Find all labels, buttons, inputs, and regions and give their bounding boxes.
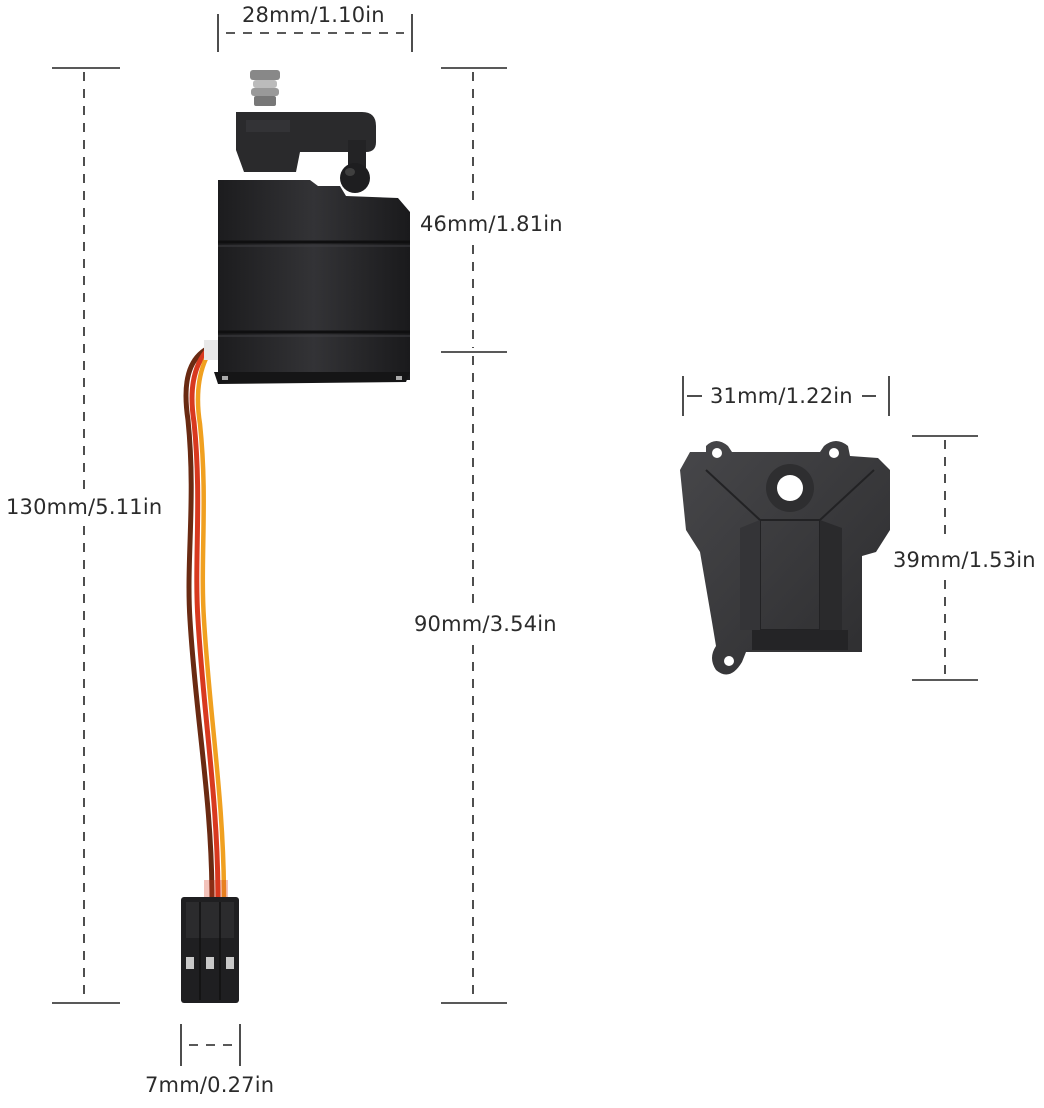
cable-length-label: 90mm/3.54in (414, 612, 557, 636)
servo-mount-bracket (680, 441, 890, 675)
connector-width-label: 7mm/0.27in (145, 1073, 275, 1097)
servo-motor (181, 70, 410, 1003)
total-length-dimension (52, 67, 120, 1004)
servo-body-height-label: 46mm/1.81in (420, 212, 563, 236)
mount-height-label: 39mm/1.53in (893, 548, 1036, 572)
servo-width-label: 28mm/1.10in (242, 3, 385, 27)
body-and-cable-dimension (441, 67, 507, 1004)
dimension-lines (52, 14, 978, 1066)
servo-connector (181, 880, 239, 1003)
servo-spring-screw (250, 70, 280, 106)
mount-width-label: 31mm/1.22in (710, 384, 853, 408)
mount-height-dimension (912, 435, 978, 681)
connector-width-dimension (180, 1024, 241, 1066)
servo-cable (183, 343, 227, 903)
servo-body (204, 180, 410, 384)
total-length-label: 130mm/5.11in (6, 495, 163, 519)
mount-width-dimension (682, 376, 890, 416)
servo-width-dimension (217, 14, 413, 52)
servo-arm (236, 112, 376, 193)
